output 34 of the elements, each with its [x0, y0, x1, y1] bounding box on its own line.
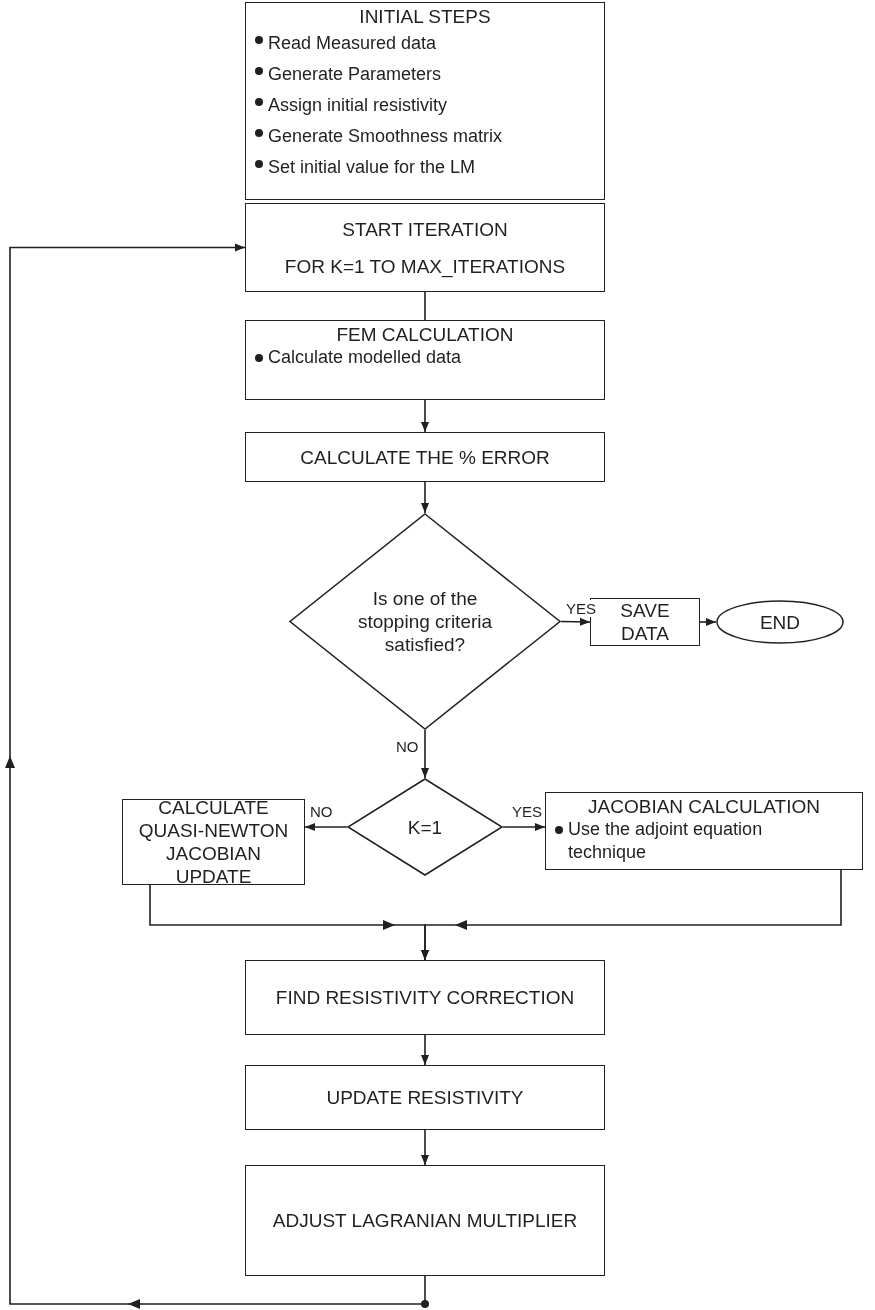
process-box — [122, 799, 305, 885]
node-title: FEM CALCULATION — [335, 323, 515, 346]
edge-label: YES — [565, 599, 597, 617]
node-title: CALCULATE THE % ERROR — [299, 445, 551, 469]
bullet-text: Calculate modelled data — [254, 346, 596, 369]
process-box — [245, 320, 605, 400]
node-title: FIND RESISTIVITY CORRECTION — [274, 986, 576, 1009]
bullet-text: Set initial value for the LM — [254, 152, 596, 183]
process-box — [545, 792, 863, 870]
node-title: CALCULATE QUASI-NEWTON JACOBIAN UPDATE — [137, 796, 290, 888]
decision-diamond — [347, 778, 503, 876]
process-box — [245, 203, 605, 292]
process-box — [245, 1065, 605, 1130]
node-title: UPDATE RESISTIVITY — [325, 1086, 525, 1109]
bullet-text: Assign initial resistivity — [254, 90, 596, 121]
process-box — [245, 1165, 605, 1276]
node-title: START ITERATION — [341, 217, 509, 241]
process-box — [245, 960, 605, 1035]
process-box — [245, 2, 605, 200]
node-title: INITIAL STEPS — [358, 5, 492, 28]
node-title: K=1 — [407, 815, 443, 839]
node-text: FOR K=1 TO MAX_ITERATIONS — [283, 254, 567, 278]
node-title: SAVE DATA — [619, 599, 671, 645]
node-title: Is one of the stopping criteria satisfied? — [356, 587, 494, 656]
bullet-text: Generate Parameters — [254, 59, 596, 90]
bullet-text: Generate Smoothness matrix — [254, 121, 596, 152]
node-title: JACOBIAN CALCULATION — [587, 795, 821, 818]
bullet-text: Use the adjoint equation technique — [554, 818, 813, 864]
node-title: ADJUST LAGRANIAN MULTIPLIER — [271, 1209, 579, 1232]
node-title: END — [759, 610, 801, 634]
bullet-text: Read Measured data — [254, 28, 596, 59]
terminator-ellipse — [716, 600, 844, 644]
decision-diamond — [289, 513, 561, 730]
process-box — [245, 432, 605, 482]
